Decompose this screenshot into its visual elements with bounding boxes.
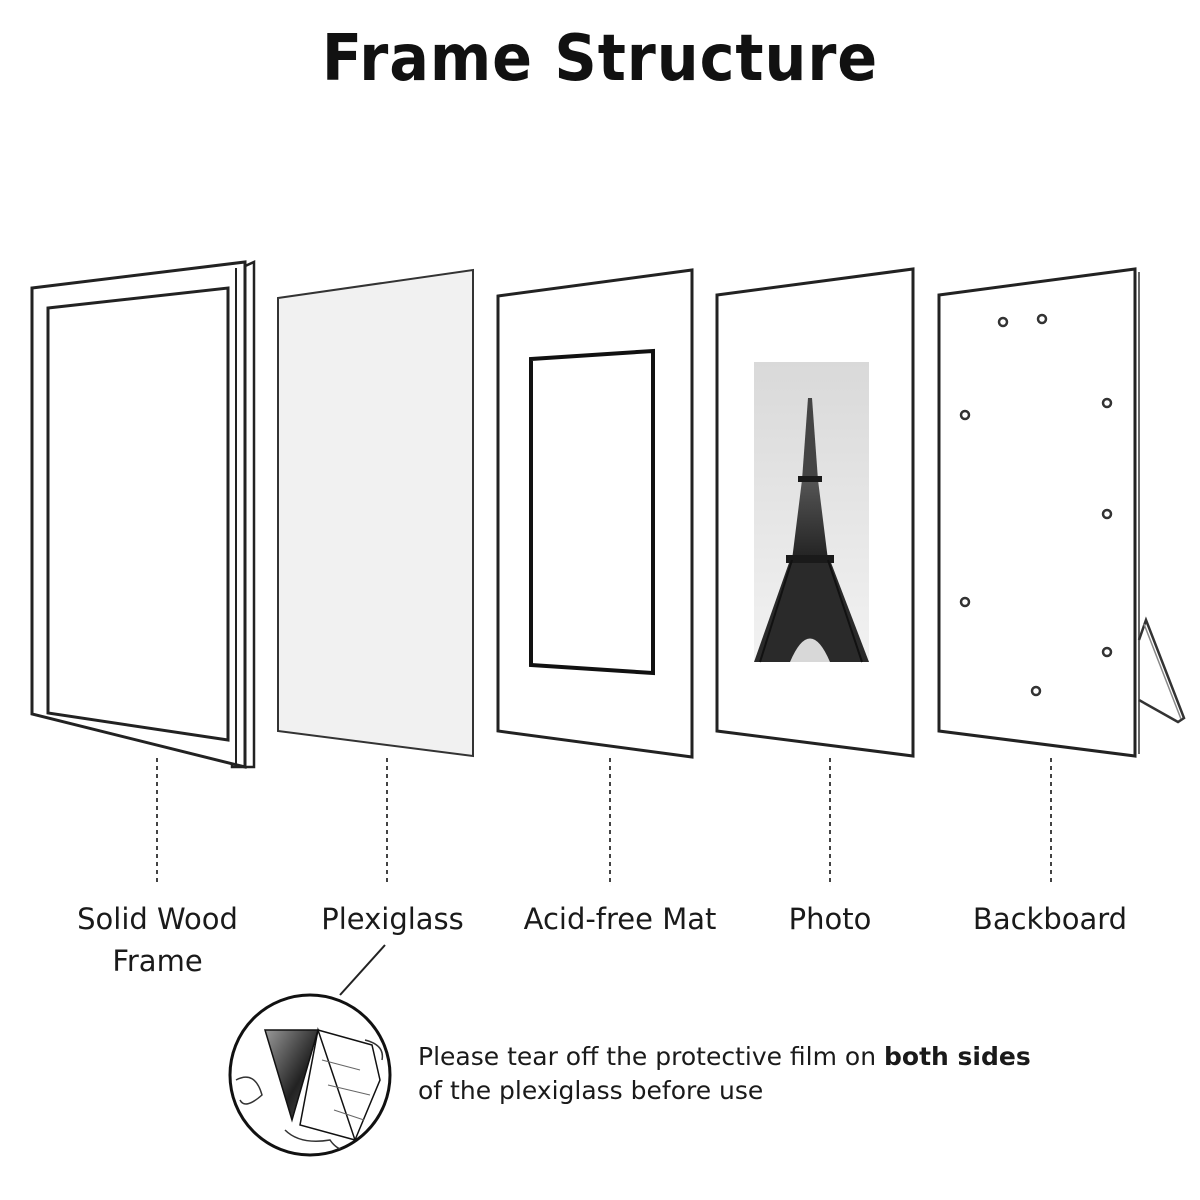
page-title: Frame Structure: [321, 22, 879, 96]
plexiglass-panel: [277, 268, 474, 758]
easel-stand: [1137, 616, 1186, 724]
note-line-2: of the plexiglass before use: [418, 1076, 764, 1105]
dotted-leader-lines: [156, 758, 1052, 885]
note-line-1: Please tear off the protective film on b…: [418, 1042, 1031, 1071]
label-backboard: Backboard: [972, 902, 1128, 936]
solid-wood-frame-panel: [30, 260, 256, 769]
label-plexiglass: Plexiglass: [321, 902, 464, 936]
label-acid-free-mat: Acid-free Mat: [523, 902, 717, 936]
backboard-clip-icons: [959, 313, 1113, 697]
photo-panel: [715, 267, 915, 758]
eiffel-tower-photo: [754, 362, 869, 663]
peel-film-icon: [228, 993, 392, 1157]
label-photo: Photo: [788, 902, 872, 936]
protective-film-note: Please tear off the protective film on b…: [418, 1040, 1031, 1108]
backboard-panel: [937, 267, 1186, 758]
acid-free-mat-panel: [496, 268, 694, 759]
plexiglass-pointer-line: [339, 944, 386, 996]
label-solid-wood-frame: Solid Wood Frame: [77, 902, 238, 978]
